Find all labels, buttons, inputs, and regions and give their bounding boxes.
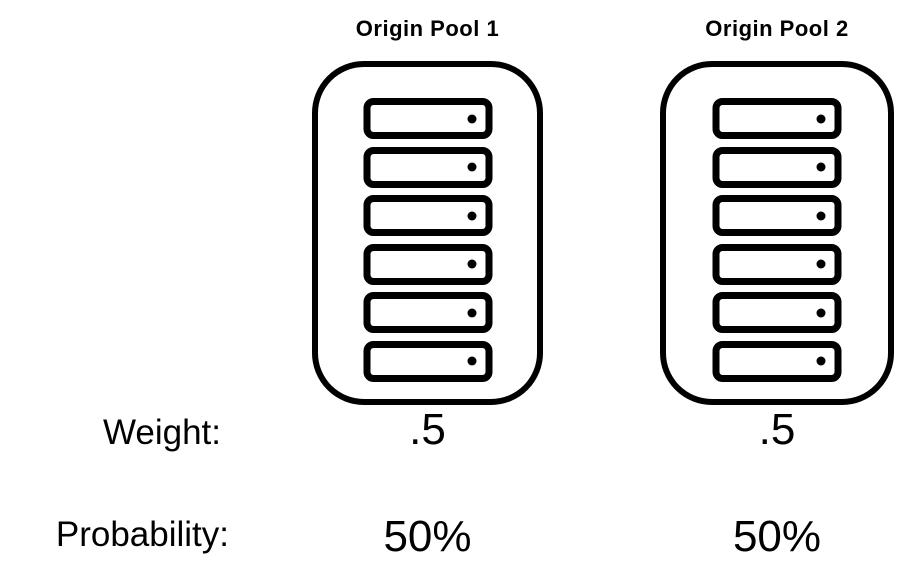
origin-pool-1: Origin Pool 1: [312, 0, 543, 410]
server-led-dot: [816, 211, 826, 220]
origin-pool-2: Origin Pool 2: [660, 0, 894, 410]
server-led-dot: [816, 308, 826, 317]
server-icon: [363, 98, 492, 139]
server-icon: [712, 243, 842, 285]
server-led-dot: [816, 162, 826, 172]
server-led-dot: [467, 356, 476, 366]
pool2-probability-value: 50%: [732, 512, 822, 561]
server-icon: [712, 98, 842, 139]
pool-box: [312, 61, 543, 405]
server-icon: [712, 292, 842, 333]
server-led-dot: [816, 259, 826, 269]
server-led-dot: [816, 114, 826, 123]
probability-label: Probability:: [55, 515, 229, 554]
server-led-dot: [467, 308, 476, 317]
server-icon: [363, 243, 492, 285]
pool-box: [660, 61, 894, 405]
server-led-dot: [467, 259, 476, 269]
server-stack: [363, 98, 492, 382]
server-stack: [712, 98, 842, 382]
server-led-dot: [467, 211, 476, 220]
server-icon: [363, 292, 492, 333]
pool-title: Origin Pool 1: [355, 16, 500, 41]
server-led-dot: [467, 114, 476, 123]
server-led-dot: [467, 162, 476, 172]
pool-title: Origin Pool 2: [705, 16, 849, 41]
server-led-dot: [816, 356, 826, 366]
server-icon: [363, 340, 492, 382]
pool2-weight-value: .5: [758, 405, 796, 454]
pool1-probability-value: 50%: [383, 512, 472, 561]
server-icon: [712, 195, 842, 236]
server-icon: [363, 195, 492, 236]
server-icon: [712, 146, 842, 188]
server-icon: [712, 340, 842, 382]
pool1-weight-value: .5: [409, 405, 446, 454]
weight-label: Weight:: [102, 413, 221, 452]
server-icon: [363, 146, 492, 188]
